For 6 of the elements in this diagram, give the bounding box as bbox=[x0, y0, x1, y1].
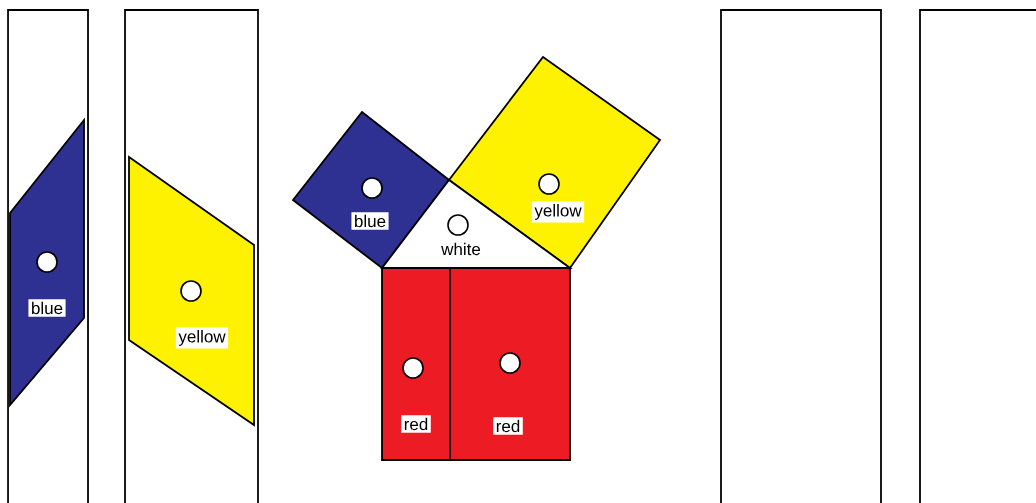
strip-frame bbox=[124, 9, 259, 503]
strip-frame bbox=[919, 9, 1036, 503]
strip-frame bbox=[720, 9, 882, 503]
rectangle-piece: red bbox=[381, 267, 451, 461]
rectangle-piece: red bbox=[449, 267, 571, 461]
strip-frame bbox=[7, 9, 89, 503]
